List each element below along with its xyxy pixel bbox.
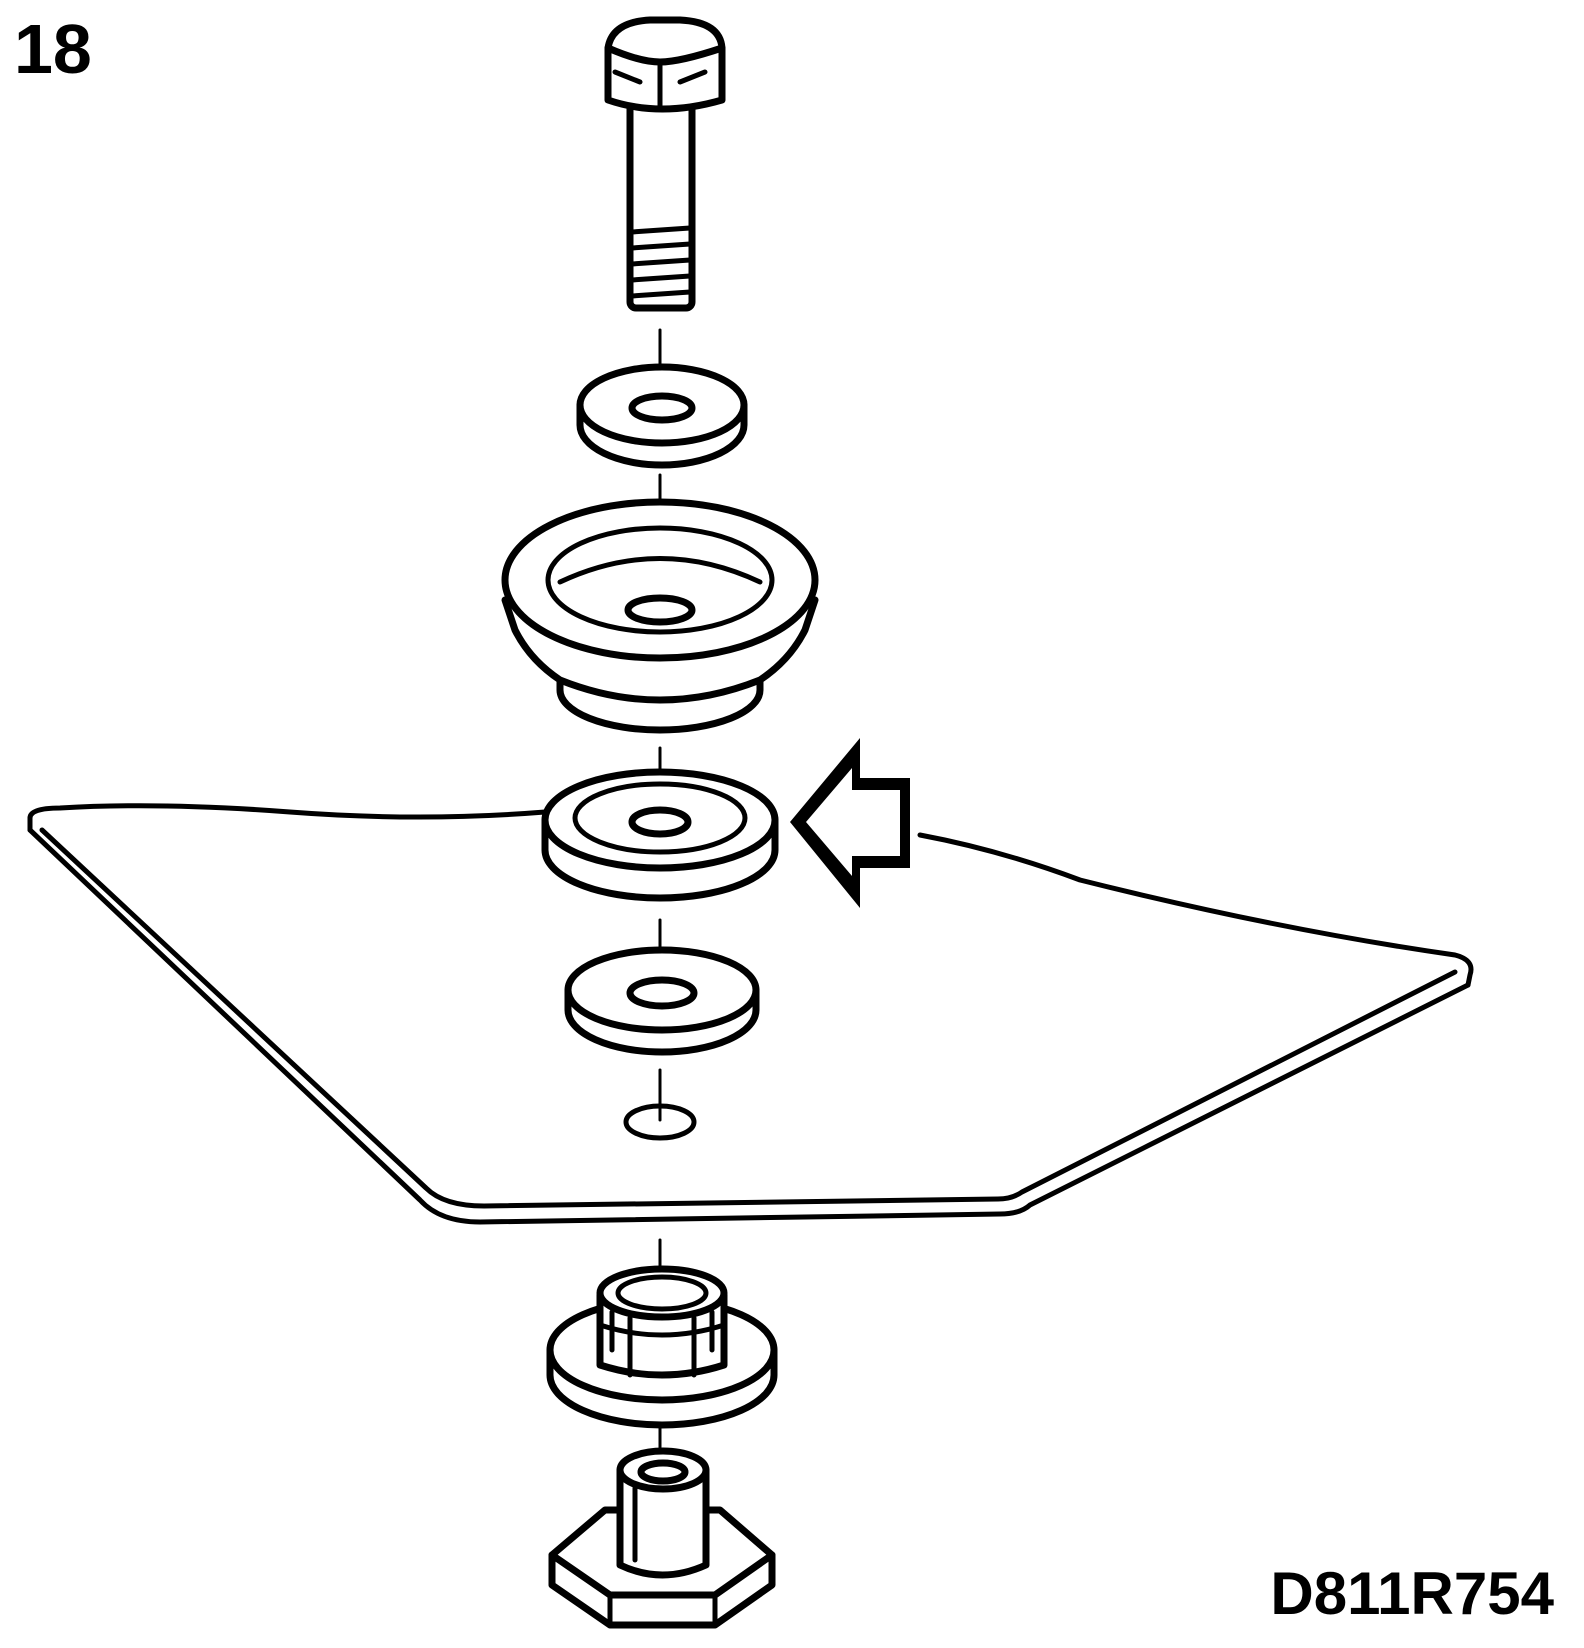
washer-lower — [564, 946, 760, 1056]
blade-plate — [27, 803, 1474, 1225]
bolt-head — [604, 16, 726, 113]
flanged-nut — [546, 1265, 778, 1429]
blade-hole — [623, 1103, 697, 1141]
pointer-arrow-icon — [790, 738, 910, 908]
washer-highlighted — [541, 768, 779, 902]
washer-top — [576, 363, 748, 469]
figure-code: D811R754 — [1270, 1560, 1554, 1627]
bolt — [604, 16, 726, 312]
figure-number: 18 — [14, 10, 92, 88]
bolt-thread — [629, 225, 693, 299]
cup-bearing — [501, 498, 819, 734]
hex-nut — [548, 1447, 776, 1629]
